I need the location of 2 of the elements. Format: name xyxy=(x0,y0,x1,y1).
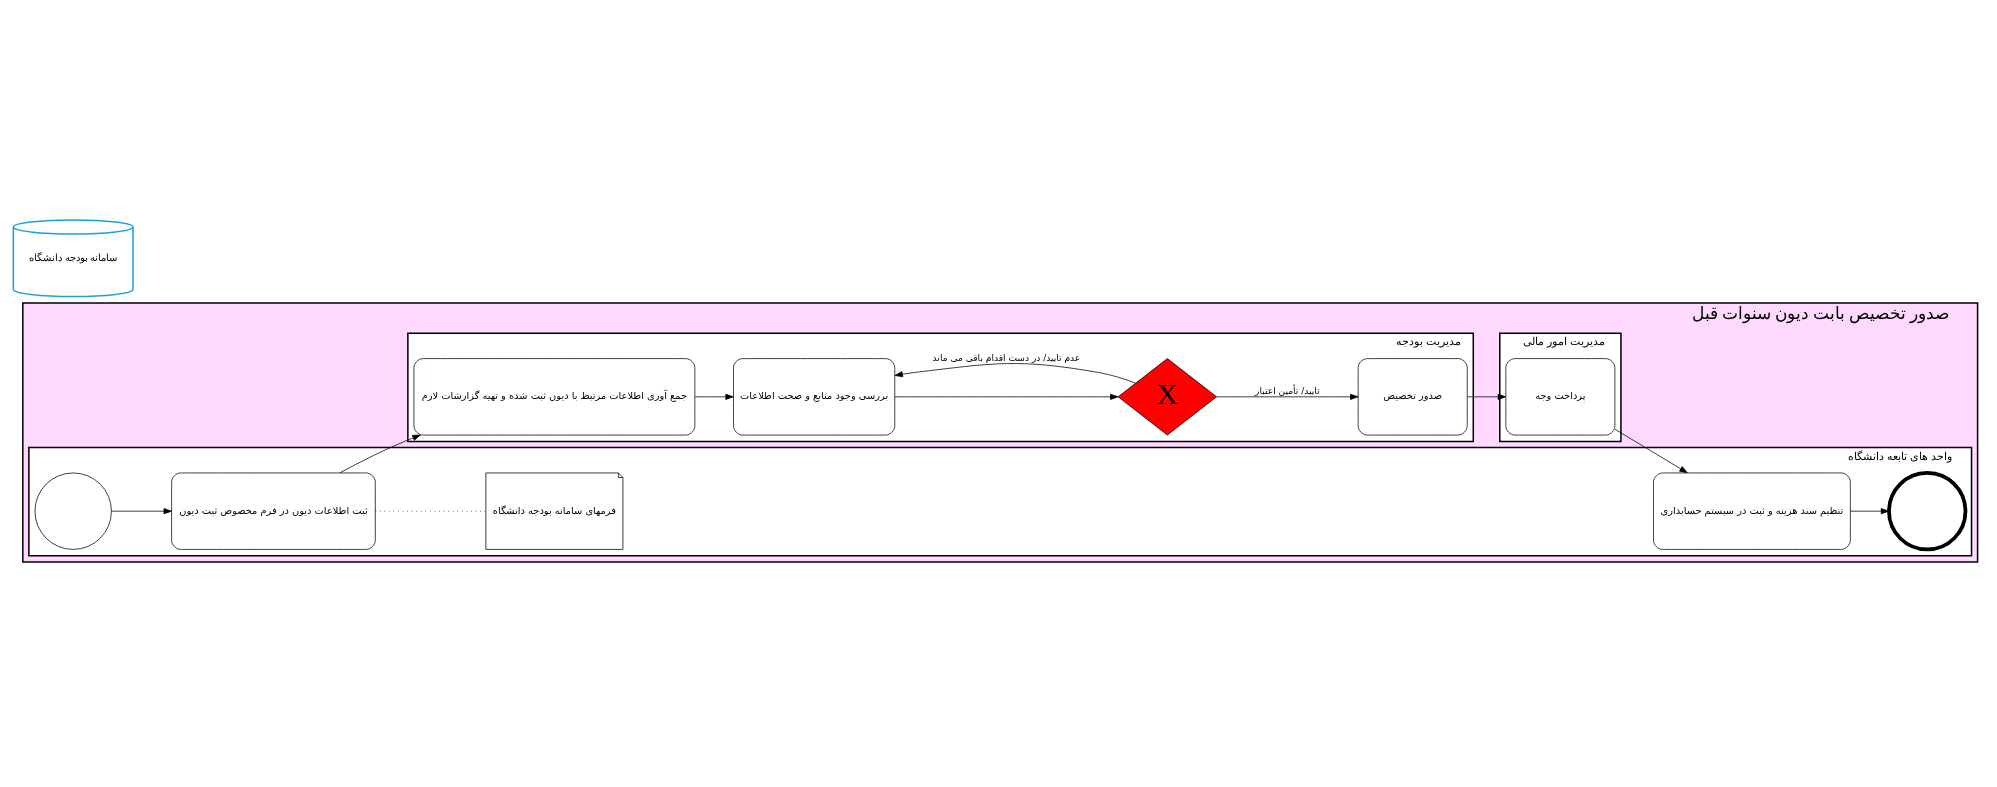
edge-label: عدم تایید/ در دست اقدام باقی می ماند xyxy=(932,352,1081,363)
edge-label: تایید/ تأمین اعتبار xyxy=(1255,385,1320,396)
